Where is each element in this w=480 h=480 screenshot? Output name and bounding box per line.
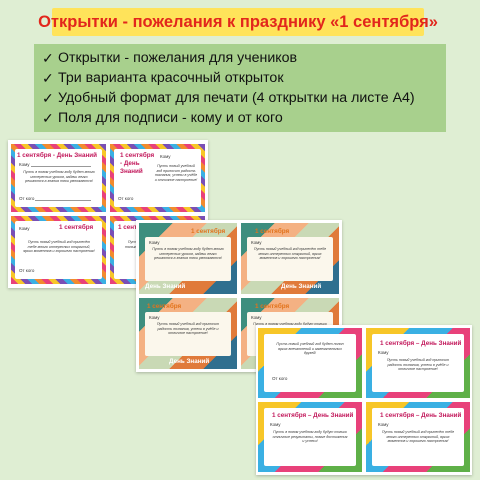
- greeting-card: Пусть новый учебный год будет полон ярки…: [258, 328, 362, 398]
- check-icon: ✓: [42, 69, 54, 86]
- greeting-card: 1 сентября - День Знаний Кому Пусть в но…: [11, 144, 106, 212]
- feature-item: ✓Поля для подписи - кому и от кого: [42, 109, 283, 127]
- preview-sheet-3: Пусть новый учебный год будет полон ярки…: [256, 325, 472, 475]
- title-banner: Открытки - пожелания к празднику «1 сент…: [38, 8, 438, 36]
- features-box: ✓Открытки - пожелания для учеников ✓Три …: [34, 44, 446, 132]
- check-icon: ✓: [42, 49, 54, 66]
- check-icon: ✓: [42, 109, 54, 126]
- greeting-card: Кому 1 сентября Пусть новый учебный год …: [11, 216, 106, 284]
- feature-item: ✓Три варианта красочный открыток: [42, 69, 284, 87]
- greeting-card: 1 сентября – День Знаний Кому Пусть в но…: [258, 402, 362, 472]
- greeting-card: 1 сентября – День Знаний Кому Пусть новы…: [366, 328, 470, 398]
- greeting-card: 1 сентября - День Знаний Кому Пусть новы…: [110, 144, 205, 212]
- check-icon: ✓: [42, 89, 54, 106]
- greeting-card: 1 сентября Кому Пусть новый учебный год …: [139, 298, 237, 369]
- feature-item: ✓Открытки - пожелания для учеников: [42, 49, 298, 67]
- feature-item: ✓Удобный формат для печати (4 открытки н…: [42, 89, 415, 107]
- page-title: Открытки - пожелания к празднику «1 сент…: [38, 12, 438, 31]
- greeting-card: 1 сентября Кому Пусть в новом учебном го…: [139, 223, 237, 294]
- greeting-card: 1 сентября – День Знаний Кому Пусть новы…: [366, 402, 470, 472]
- greeting-card: 1 сентября Кому Пусть новый учебный год …: [241, 223, 339, 294]
